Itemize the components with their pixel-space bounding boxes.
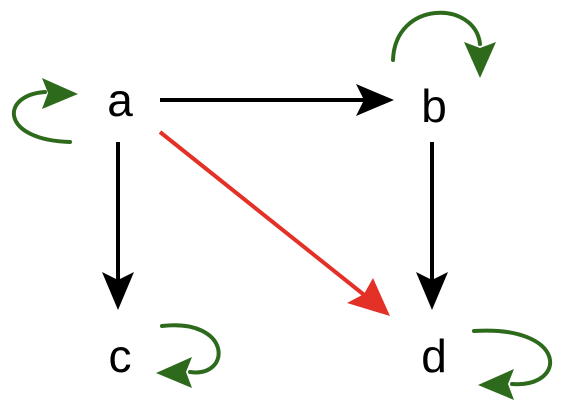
- edge-a-d-line: [158, 130, 370, 300]
- node-d-label: d: [421, 330, 447, 382]
- loop-b-arrowhead: [464, 42, 496, 78]
- loop-b: [391, 10, 496, 78]
- loop-d-arrowhead: [478, 369, 514, 400]
- node-b-label: b: [421, 80, 447, 132]
- loop-a: [11, 78, 78, 144]
- loop-a-arrowhead: [42, 78, 78, 109]
- edge-a-d-arrowhead: [347, 278, 390, 316]
- node-c-label: c: [109, 330, 132, 382]
- loop-b-curve: [391, 10, 482, 62]
- edge-a-b: [160, 84, 394, 116]
- edge-a-c: [102, 142, 134, 310]
- edge-a-c-arrowhead: [102, 272, 134, 310]
- edge-a-d: [158, 130, 390, 316]
- loop-c-curve: [160, 323, 221, 375]
- loop-c: [156, 323, 221, 388]
- edge-b-d-arrowhead: [416, 272, 448, 310]
- loop-c-arrowhead: [156, 357, 192, 388]
- edge-a-b-arrowhead: [356, 84, 394, 116]
- edge-b-d: [416, 142, 448, 310]
- loop-d-curve: [472, 328, 552, 387]
- node-a-label: a: [107, 74, 133, 126]
- loop-a-curve: [11, 90, 72, 144]
- loop-d: [472, 328, 552, 400]
